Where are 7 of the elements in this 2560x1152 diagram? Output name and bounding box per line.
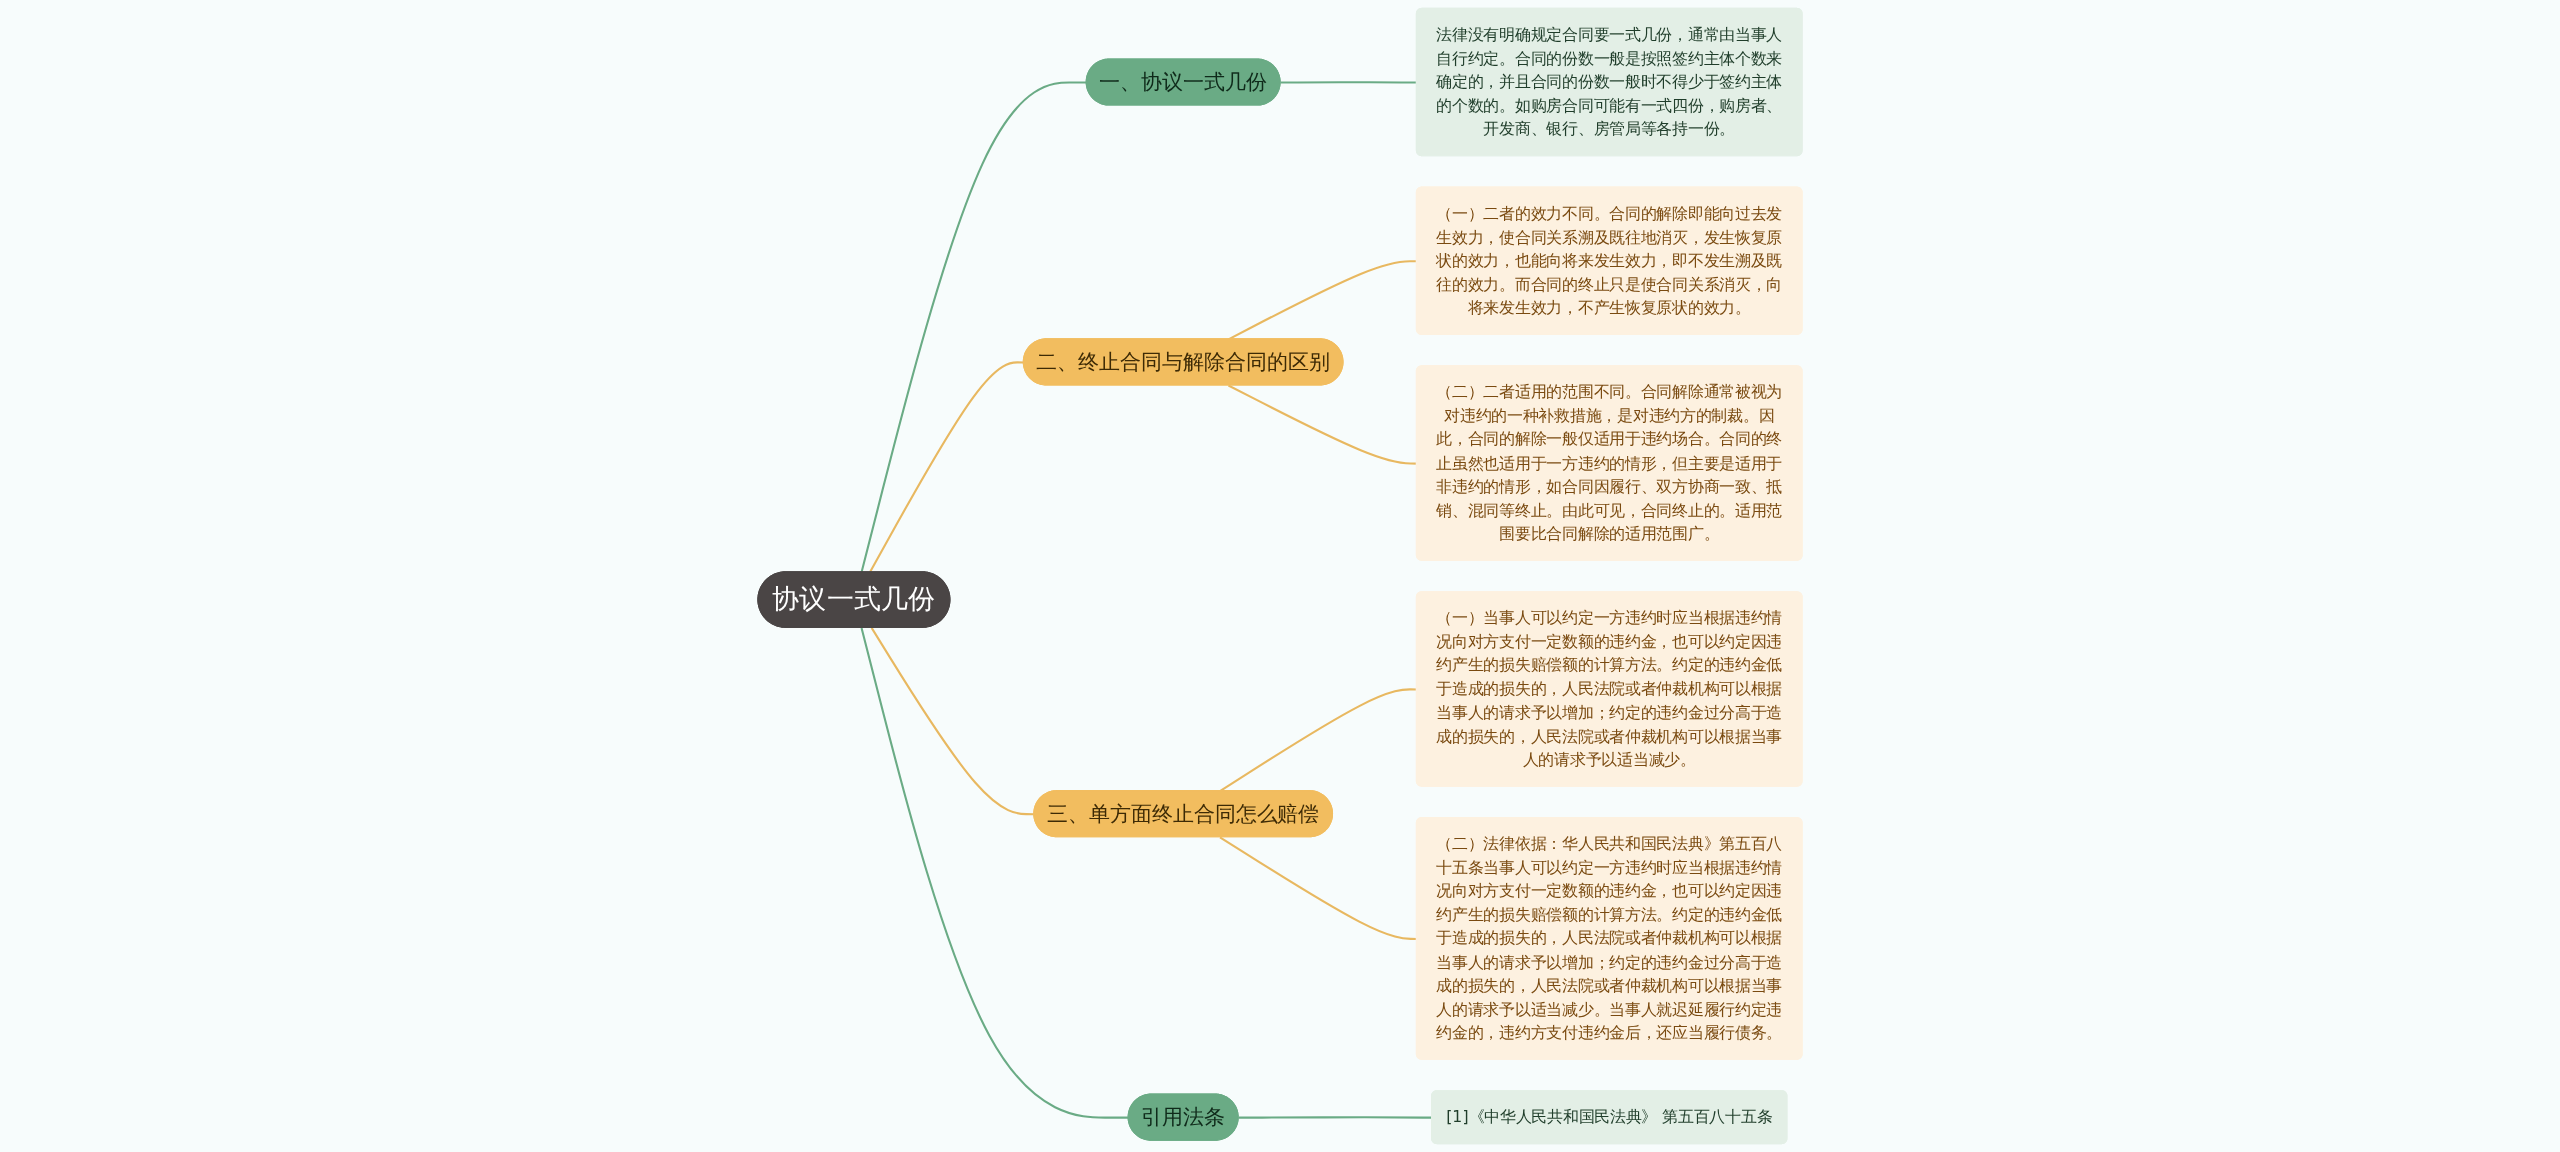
connector — [870, 627, 1035, 816]
connector — [1219, 836, 1417, 940]
connector — [860, 81, 1087, 573]
connector — [1228, 384, 1417, 465]
connector — [1280, 81, 1417, 84]
connector — [869, 361, 1024, 573]
connector — [860, 627, 1129, 1119]
